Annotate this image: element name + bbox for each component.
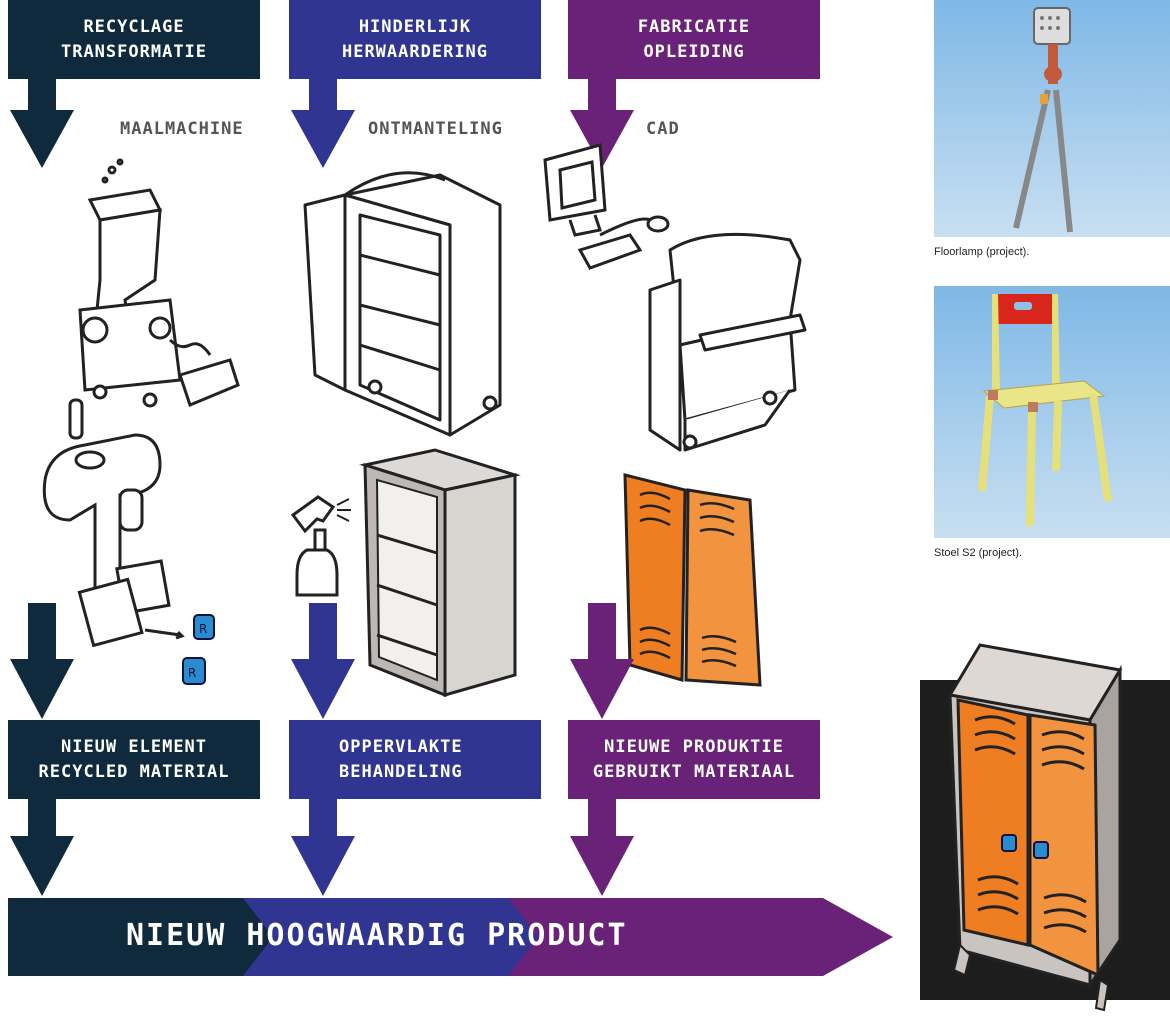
shelf-cabinet-icon xyxy=(359,448,521,698)
arrow-down-blue-bottom xyxy=(291,798,355,896)
box-oppervlakte-line1: OPPERVLAKTE xyxy=(339,736,463,757)
spray-bottle-icon xyxy=(290,495,351,597)
box-nieuw-element-line2: RECYCLED MATERIAL xyxy=(38,761,230,782)
box-nieuwe-produktie-line2: GEBRUIKT MATERIAAL xyxy=(592,761,796,782)
arrow-down-purple-mid xyxy=(570,603,634,719)
label-cad: CAD xyxy=(646,119,680,139)
header-recyclage-line2: TRANSFORMATIE xyxy=(60,41,208,62)
arrow-down-navy-top xyxy=(10,78,74,168)
header-hinderlijk: HINDERLIJK HERWAARDERING xyxy=(289,0,541,79)
header-fabricatie: FABRICATIE OPLEIDING xyxy=(568,0,820,79)
label-ontmanteling: ONTMANTELING xyxy=(368,119,503,139)
chair-caption: Stoel S2 (project). xyxy=(934,547,1023,559)
box-oppervlakte: OPPERVLAKTE BEHANDELING xyxy=(289,720,541,799)
header-fabricatie-line2: OPLEIDING xyxy=(643,41,745,62)
header-recyclage: RECYCLAGE TRANSFORMATIE xyxy=(8,0,260,79)
wardrobe-sketch-icon xyxy=(303,171,502,437)
header-hinderlijk-line1: HINDERLIJK xyxy=(358,16,472,37)
chair-photo xyxy=(934,286,1170,538)
arrow-down-purple-bottom xyxy=(570,798,634,896)
header-fabricatie-line1: FABRICATIE xyxy=(637,16,751,37)
grinder-sketch-icon xyxy=(78,158,240,408)
svg-text:R: R xyxy=(188,666,196,680)
arrow-down-navy-bottom xyxy=(10,798,74,896)
box-oppervlakte-line2: BEHANDELING xyxy=(339,761,463,782)
chair-icon xyxy=(978,294,1112,526)
arrow-down-blue-top xyxy=(291,78,355,168)
banner-title: NIEUW HOOGWAARDIG PRODUCT xyxy=(126,918,628,953)
floorlamp-icon xyxy=(1013,7,1073,233)
arrow-down-blue-mid xyxy=(291,603,355,719)
banner-arrow xyxy=(8,898,893,976)
final-locker-product-icon xyxy=(920,643,1170,1012)
arrow-down-purple-top xyxy=(570,78,634,168)
cad-computer-icon xyxy=(543,143,670,270)
arrow-down-navy-mid xyxy=(10,603,74,719)
press-machine-icon xyxy=(648,232,807,452)
header-recyclage-line1: RECYCLAGE xyxy=(83,16,185,37)
floorlamp-photo xyxy=(934,0,1170,237)
box-nieuw-element: NIEUW ELEMENT RECYCLED MATERIAL xyxy=(8,720,260,799)
label-maalmachine: MAALMACHINE xyxy=(120,119,244,139)
box-nieuw-element-line1: NIEUW ELEMENT xyxy=(60,736,208,757)
floorlamp-caption: Floorlamp (project). xyxy=(934,246,1030,258)
header-hinderlijk-line2: HERWAARDERING xyxy=(341,41,489,62)
box-nieuwe-produktie-line1: NIEUWE PRODUKTIE xyxy=(604,736,784,757)
orange-locker-doors-icon xyxy=(623,473,762,687)
extruder-sketch-icon: R R xyxy=(42,398,215,685)
svg-text:R: R xyxy=(199,622,207,636)
box-nieuwe-produktie: NIEUWE PRODUKTIE GEBRUIKT MATERIAAL xyxy=(568,720,820,799)
